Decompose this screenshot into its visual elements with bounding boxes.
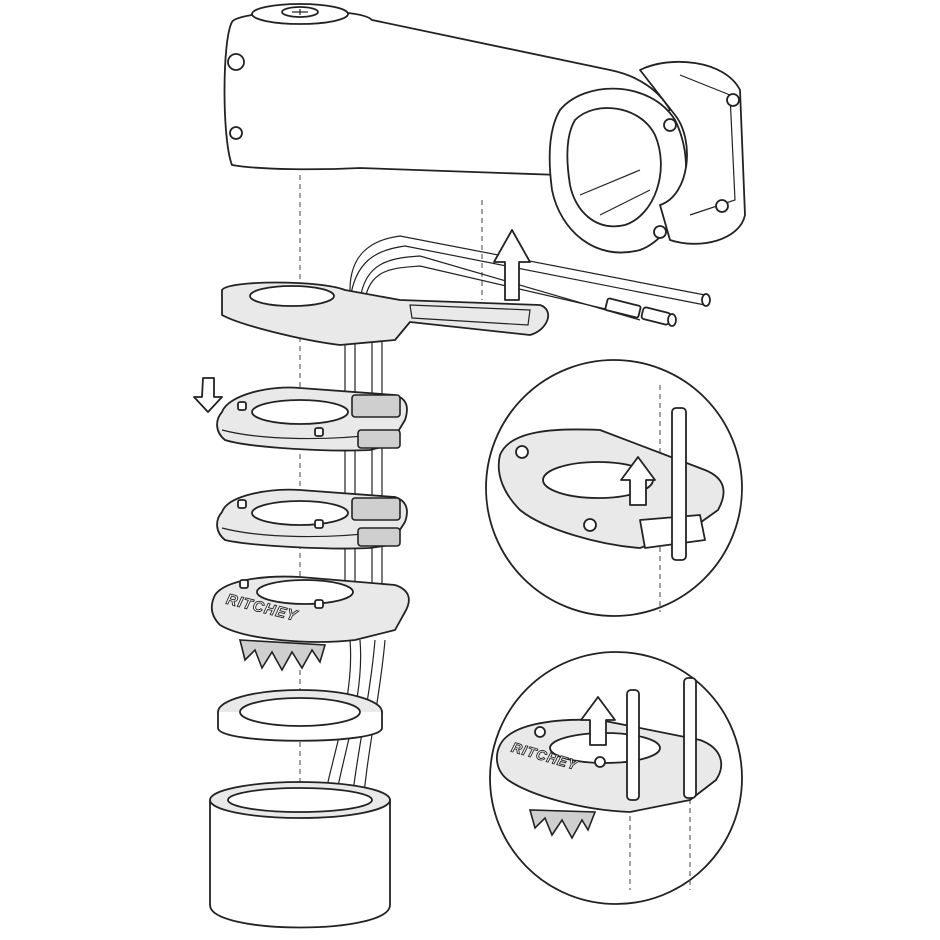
up-arrow-icon bbox=[620, 456, 656, 506]
head-tube-icon bbox=[209, 781, 391, 929]
top-cap-icon bbox=[221, 281, 550, 346]
detail-view-headset: RITCHEY bbox=[489, 651, 743, 905]
detail-view-spacer bbox=[485, 359, 743, 617]
stem-icon bbox=[223, 3, 746, 254]
headset-cover-icon: RITCHEY bbox=[210, 575, 410, 672]
down-arrow-icon bbox=[193, 377, 223, 413]
spacer-icon bbox=[216, 488, 408, 550]
bearing-icon bbox=[217, 689, 383, 742]
up-arrow-icon bbox=[493, 229, 531, 301]
spacer-icon bbox=[216, 386, 408, 452]
up-arrow-icon bbox=[580, 696, 616, 746]
